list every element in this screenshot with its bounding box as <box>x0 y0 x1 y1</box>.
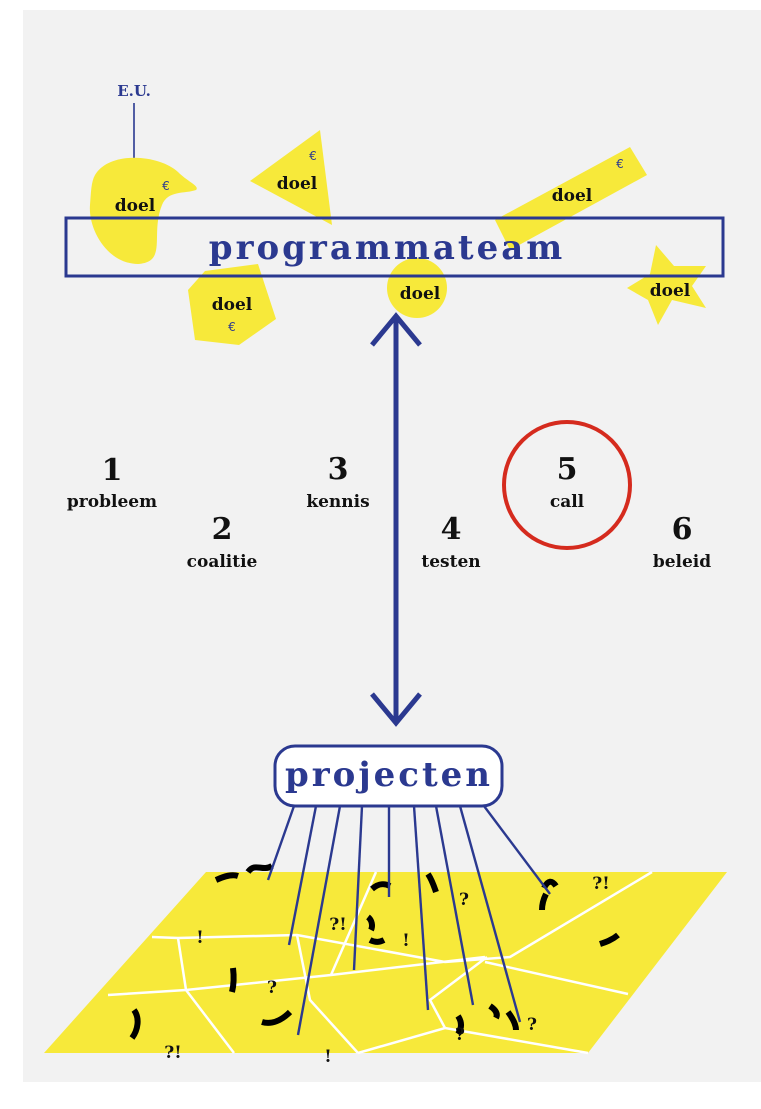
field-mark: ? <box>459 890 469 910</box>
goal-label: doel <box>400 284 441 304</box>
step-label: probleem <box>67 492 157 512</box>
field-strokes <box>129 863 620 1040</box>
step-number: 1 <box>102 453 123 488</box>
field-mark: ?! <box>592 874 609 894</box>
step-label: beleid <box>653 552 711 572</box>
goal-label: doel <box>115 196 156 216</box>
step-number: 4 <box>441 512 462 547</box>
field-mark: ! <box>196 928 203 948</box>
field-mark: ?! <box>329 915 346 935</box>
field-mark: ? <box>527 1015 537 1035</box>
step-6: 6 beleid <box>653 512 711 572</box>
goal-label: doel <box>277 174 318 194</box>
goal-bar: doel € <box>495 147 647 250</box>
step-number: 5 <box>557 452 578 487</box>
goal-circle: doel <box>387 258 447 318</box>
goal-label: doel <box>212 295 253 315</box>
arrowhead-down <box>370 692 422 727</box>
step-label: coalitie <box>187 552 258 572</box>
goal-label: doel <box>552 186 593 206</box>
programme-team-title: programmateam <box>209 228 565 268</box>
step-number: 2 <box>212 512 233 547</box>
arrowhead-up <box>370 312 422 347</box>
step-number: 3 <box>328 452 349 487</box>
programme-team-box <box>64 216 725 278</box>
field-mark: ?! <box>164 1043 181 1063</box>
step-2: 2 coalitie <box>187 512 258 572</box>
step-1: 1 probleem <box>67 453 157 512</box>
step-label: kennis <box>306 492 369 512</box>
goal-hexagon: doel € <box>188 264 276 345</box>
euro-icon: € <box>309 149 317 163</box>
project-connectors <box>266 805 551 1036</box>
step-label: call <box>550 492 585 512</box>
projects-box <box>273 744 504 808</box>
step-4: 4 testen <box>421 512 480 572</box>
field-mark: ? <box>267 978 277 998</box>
goal-label: doel <box>650 281 691 301</box>
highlight-circle <box>502 420 632 550</box>
goal-triangle: doel € <box>250 130 332 225</box>
euro-icon: € <box>162 179 170 193</box>
step-3: 3 kennis <box>306 452 369 512</box>
field-dividers <box>107 870 653 1055</box>
projects-title: projecten <box>285 755 493 795</box>
eu-label: E.U. <box>117 82 151 100</box>
euro-icon: € <box>228 320 236 334</box>
field-mark: ! <box>324 1047 331 1067</box>
step-5-highlighted: 5 call <box>502 420 632 550</box>
project-field: ! ? ?! ! ? ?! ? ! ? ?! <box>44 863 727 1067</box>
goal-blob: doel € <box>89 157 197 264</box>
step-label: testen <box>421 552 480 572</box>
goal-star: doel <box>627 245 706 325</box>
euro-icon: € <box>616 157 624 171</box>
step-number: 6 <box>672 512 693 547</box>
field-mark: ? <box>455 1025 465 1045</box>
field-mark: ! <box>402 931 409 951</box>
